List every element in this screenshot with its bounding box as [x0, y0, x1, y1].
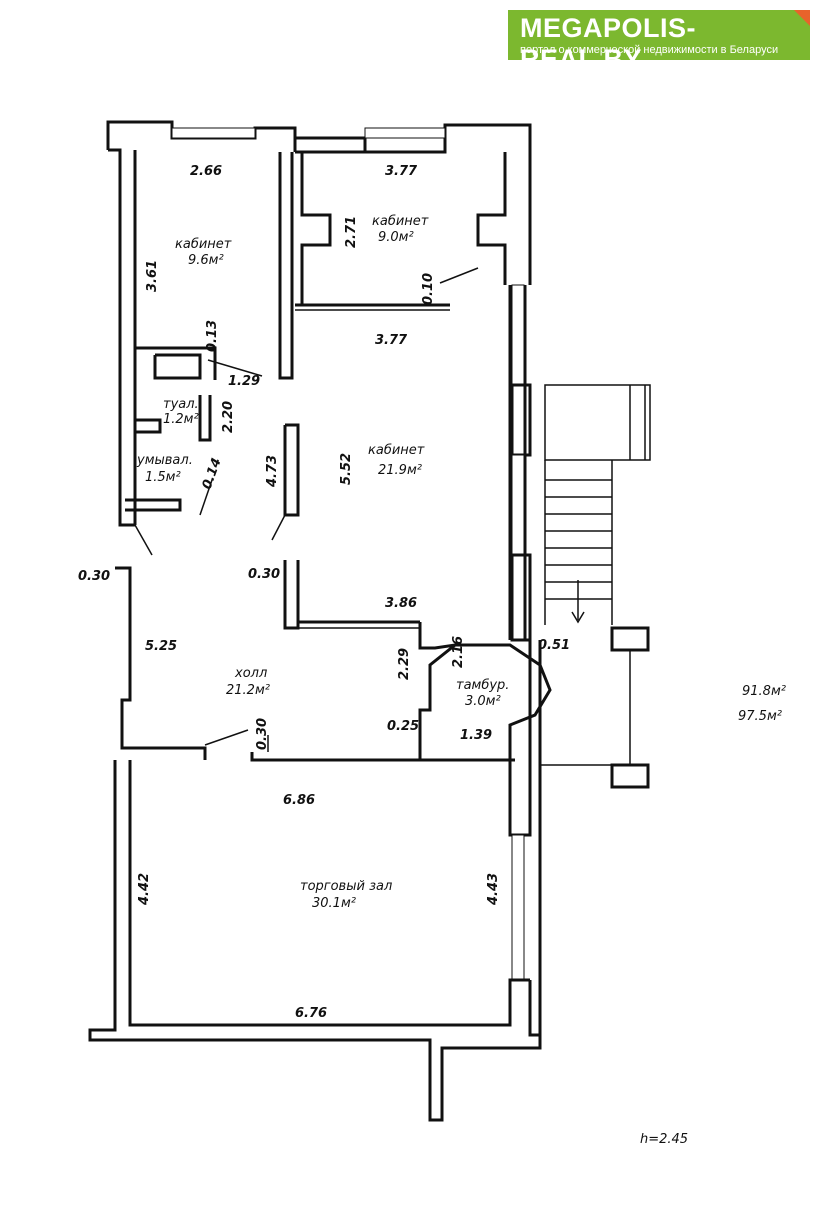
dim-2-66: 2.66 [190, 164, 222, 179]
washroom-name: умывал. [136, 453, 193, 468]
walls [88, 120, 651, 1122]
dim-0-10: 0.10 [421, 273, 436, 305]
dim-0-30-hall: 0.30 [255, 718, 270, 750]
dim-5-25: 5.25 [145, 639, 177, 654]
office3-area: 21.9м² [378, 463, 422, 478]
dim-2-20: 2.20 [221, 401, 236, 433]
dim-5-52: 5.52 [339, 453, 354, 485]
sales-hall-area: 30.1м² [312, 896, 356, 911]
brand-title: MEGAPOLIS-REAL.BY [520, 13, 697, 74]
hall-area: 21.2м² [226, 683, 270, 698]
washroom-area: 1.5м² [145, 470, 181, 485]
dim-0-14: 0.14 [200, 456, 225, 491]
total-area-1: 91.8м² [742, 684, 786, 699]
brand-subtitle: портал о коммерческой недвижимости в Бел… [520, 44, 779, 56]
dim-0-30-mid: 0.30 [248, 567, 280, 582]
total-area-2: 97.5м² [738, 709, 782, 724]
office2-name: кабинет [372, 214, 429, 229]
hall-name: холл [234, 666, 267, 681]
ceiling-height-note: h=2.45 [640, 1132, 688, 1147]
dim-4-73: 4.73 [265, 455, 280, 488]
dim-6-86: 6.86 [283, 793, 315, 808]
office1-name: кабинет [175, 237, 232, 252]
dim-1-29: 1.29 [228, 374, 260, 389]
toilet-name: туал. [163, 397, 199, 412]
office2-area: 9.0м² [378, 230, 414, 245]
dim-6-76: 6.76 [295, 1006, 327, 1021]
logo-corner-mark [794, 10, 810, 26]
toilet-area: 1.2м² [163, 412, 199, 427]
dim-3-86: 3.86 [385, 596, 417, 611]
dim-0-51: 0.51 [538, 638, 570, 653]
dim-4-43: 4.43 [486, 873, 501, 906]
office3-name: кабинет [368, 443, 425, 458]
office1-area: 9.6м² [188, 253, 224, 268]
dim-0-30-left: 0.30 [78, 569, 110, 584]
dim-3-77-top: 3.77 [385, 164, 418, 179]
sales-hall-name: торговый зал [300, 879, 392, 894]
dim-2-16: 2.16 [451, 636, 466, 668]
dim-4-42: 4.42 [137, 873, 152, 906]
vestibule-area: 3.0м² [465, 694, 501, 709]
brand-logo[interactable]: MEGAPOLIS-REAL.BY портал о коммерческой … [508, 10, 810, 74]
dim-1-39: 1.39 [460, 728, 492, 743]
dim-2-29: 2.29 [397, 648, 412, 680]
vestibule-name: тамбур. [456, 678, 509, 693]
dim-3-77-mid: 3.77 [375, 333, 408, 348]
dim-3-61: 3.61 [145, 260, 160, 292]
dim-0-25: 0.25 [387, 719, 419, 734]
dim-2-71: 2.71 [344, 216, 359, 248]
dim-0-13: 0.13 [205, 320, 220, 352]
